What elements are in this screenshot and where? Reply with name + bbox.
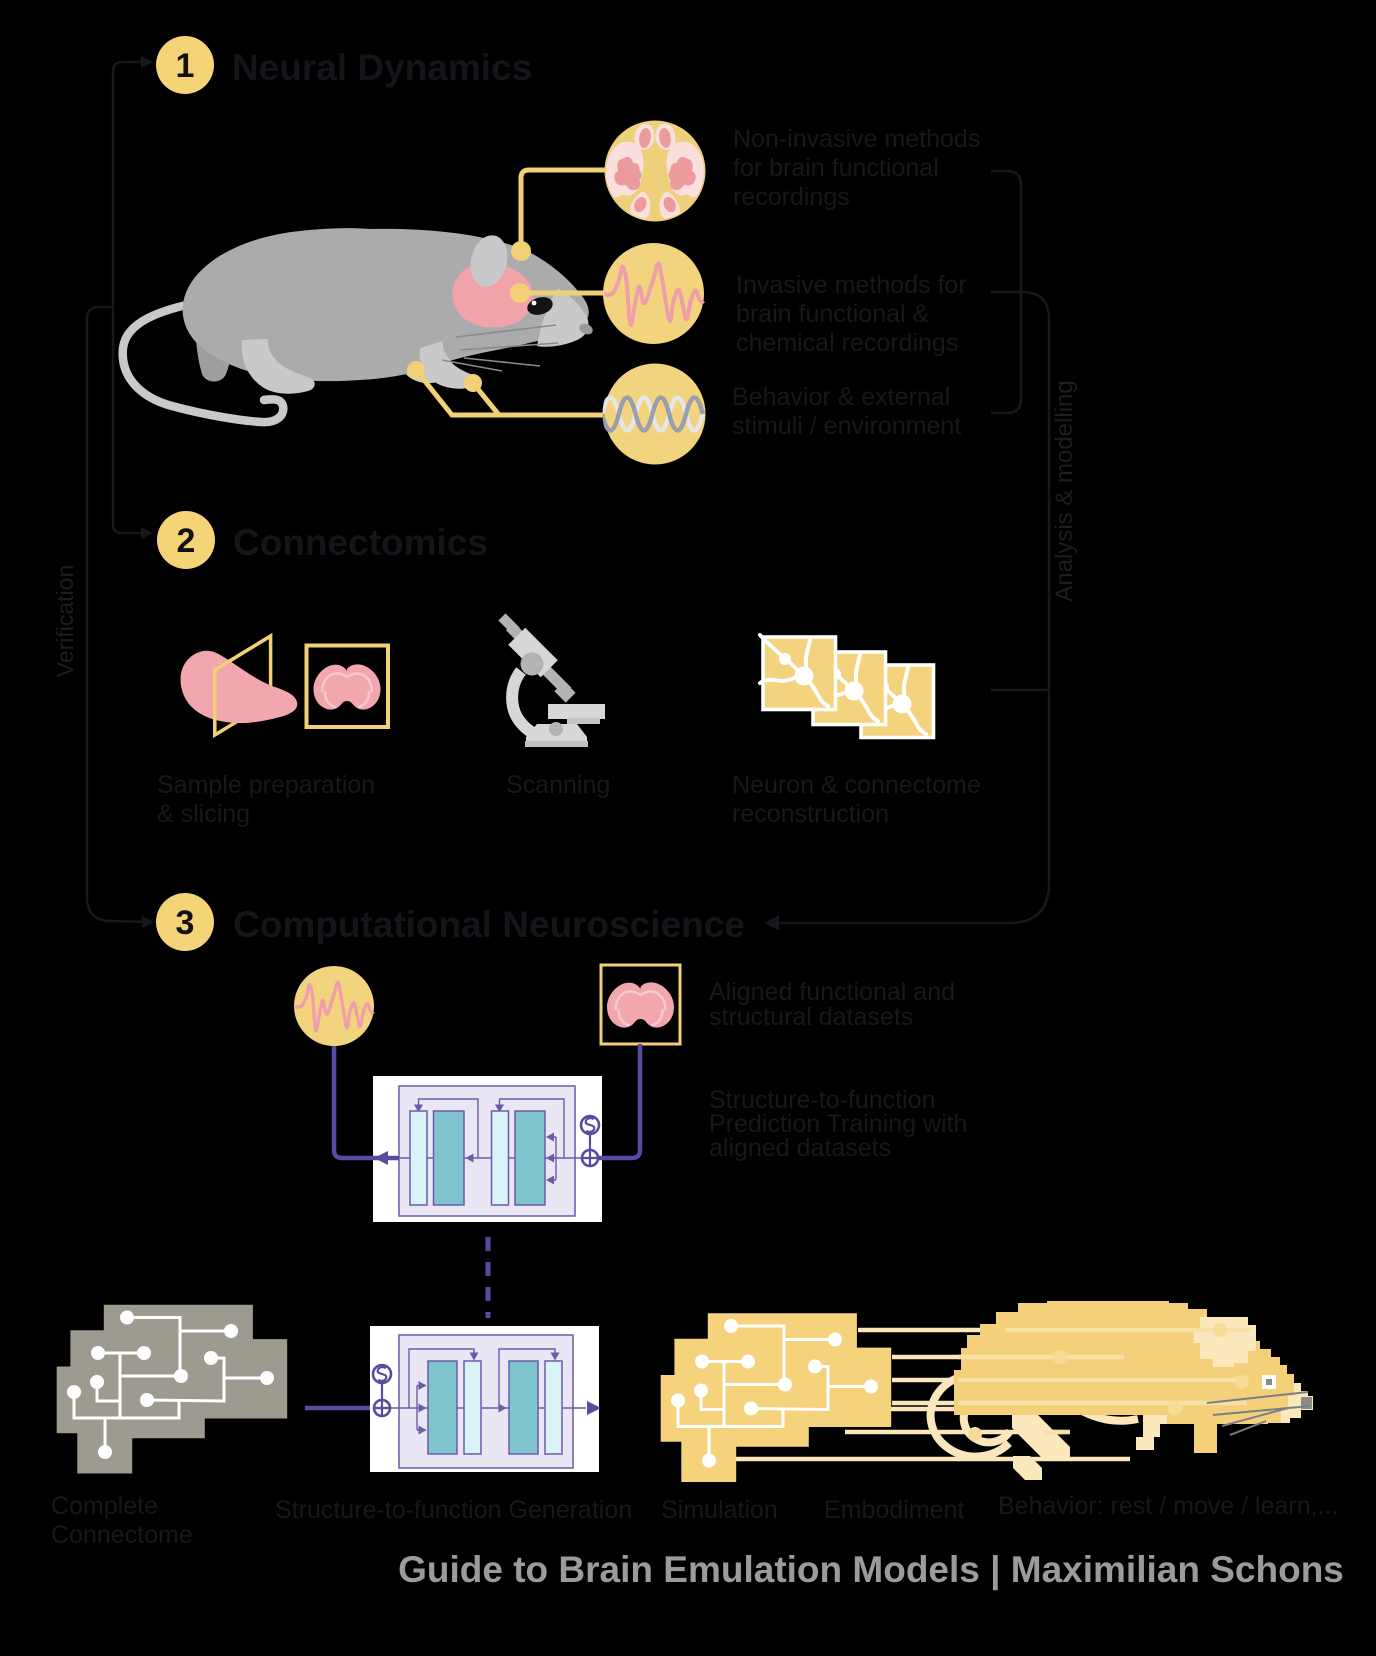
svg-text:Behavior: rest / move / learn,: Behavior: rest / move / learn,... — [998, 1492, 1338, 1520]
svg-text:Verification: Verification — [52, 565, 78, 678]
svg-text:3: 3 — [176, 904, 195, 942]
svg-text:Neuron & connectome: Neuron & connectome — [732, 771, 981, 799]
svg-text:Non-invasive methods: Non-invasive methods — [733, 125, 980, 153]
svg-text:for brain functional: for brain functional — [733, 154, 939, 182]
svg-text:brain functional &: brain functional & — [736, 300, 930, 328]
svg-text:Connectome: Connectome — [51, 1521, 193, 1549]
svg-text:Connectomics: Connectomics — [233, 522, 488, 563]
svg-text:Sample preparation: Sample preparation — [157, 771, 375, 799]
svg-text:Structure-to-function: Structure-to-function — [709, 1086, 936, 1114]
svg-text:Structure-to-function Generati: Structure-to-function Generation — [275, 1496, 632, 1524]
svg-text:Behavior & external: Behavior & external — [732, 383, 950, 411]
svg-text:recordings: recordings — [733, 183, 850, 211]
svg-text:Neural Dynamics: Neural Dynamics — [232, 47, 532, 88]
svg-text:Invasive methods for: Invasive methods for — [736, 271, 967, 299]
svg-text:Simulation: Simulation — [661, 1496, 778, 1524]
svg-text:Guide to Brain Emulation Model: Guide to Brain Emulation Models | Maximi… — [398, 1549, 1344, 1591]
svg-text:& slicing: & slicing — [157, 800, 250, 828]
svg-text:1: 1 — [176, 47, 195, 85]
svg-text:Scanning: Scanning — [506, 771, 610, 799]
svg-text:Analysis & modelling: Analysis & modelling — [1051, 380, 1078, 601]
svg-text:Aligned functional and: Aligned functional and — [709, 978, 955, 1006]
svg-text:Complete: Complete — [51, 1492, 158, 1520]
svg-text:aligned datasets: aligned datasets — [709, 1134, 891, 1162]
svg-text:Embodiment: Embodiment — [824, 1496, 964, 1524]
svg-text:Computational Neuroscience: Computational Neuroscience — [233, 904, 745, 945]
svg-text:Prediction Training with: Prediction Training with — [709, 1110, 967, 1138]
svg-text:chemical recordings: chemical recordings — [736, 329, 958, 357]
svg-text:2: 2 — [177, 522, 196, 560]
svg-text:structural datasets: structural datasets — [709, 1003, 913, 1031]
svg-text:reconstruction: reconstruction — [732, 800, 889, 828]
svg-text:stimuli / environment: stimuli / environment — [732, 412, 961, 440]
